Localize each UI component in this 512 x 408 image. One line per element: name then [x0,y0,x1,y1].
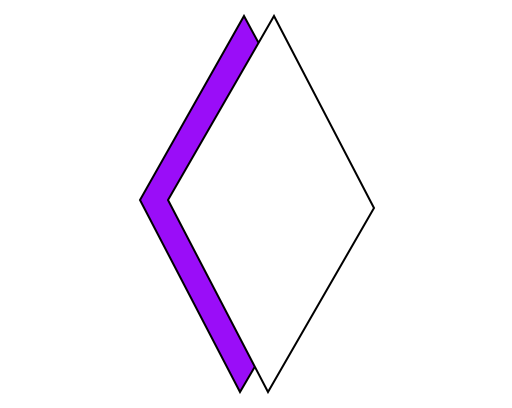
white-rhombus [166,13,376,395]
